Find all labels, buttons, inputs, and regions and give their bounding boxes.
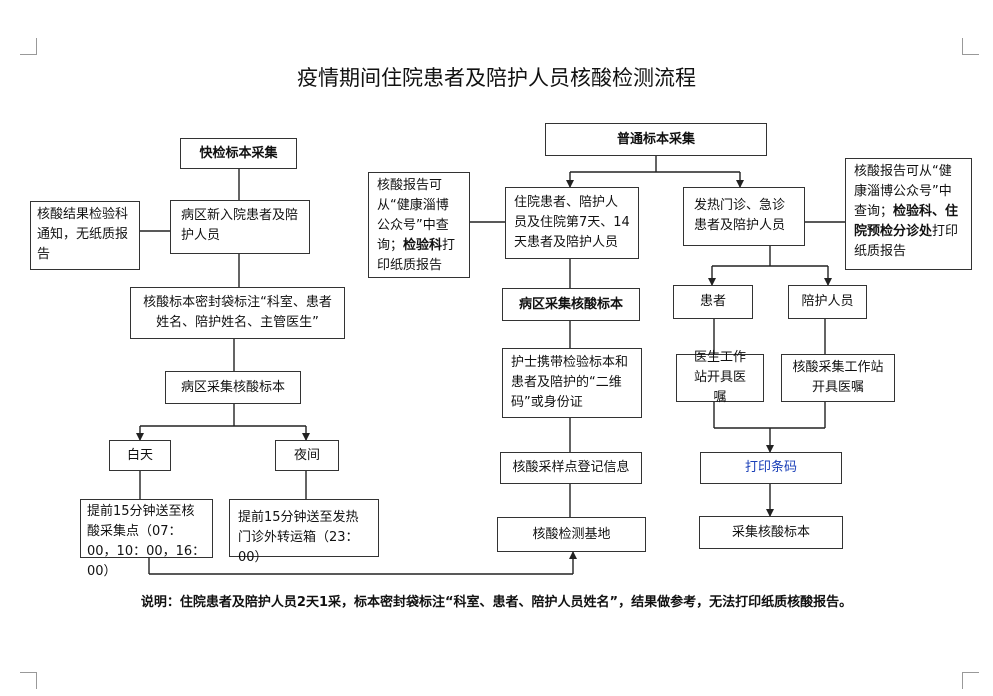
report-query-note-right: 核酸报告可从“健康淄博公众号”中查询；检验科、住院预检分诊处打印纸质报告 [845,158,972,270]
doctor-station-text: 医生工作站开具医嘱 [693,350,746,405]
report-query-note-left-text: 核酸报告可从“健康淄博公众号”中查询； [377,178,449,253]
ward-collect-text-mid: 病区采集核酸标本 [518,296,623,312]
inpatient-box: 住院患者、陪护人员及住院第7天、14天患者及陪护人员 [505,187,639,259]
escort-box: 陪护人员 [788,285,867,319]
crop-mark-top-right [962,38,979,55]
nurse-carry-text: 护士携带检验标本和患者及陪护的“二维码”或身份证 [511,355,629,410]
doctor-station-box: 医生工作站开具医嘱 [676,350,764,405]
report-query-note-left-bold: 检验科 [403,238,443,253]
ward-collect-box-left: 病区采集核酸标本 [165,371,301,404]
fever-clinic-text: 发热门诊、急诊患者及陪护人员 [694,198,786,233]
report-query-note-right-tail: 打印纸质报告 [854,224,959,259]
inpatient-text: 住院患者、陪护人员及住院第7天、14天患者及陪护人员 [514,195,630,250]
night-detail-box: 提前15分钟送至发热门诊外转运箱（23：00） [229,499,379,565]
rapid-test-header: 快检标本采集 [180,138,297,169]
crop-mark-top-left [20,38,37,55]
rapid-result-note: 核酸结果检验科通知，无纸质报告 [30,201,140,270]
new-admission-box: 病区新入院患者及陪护人员 [170,200,310,254]
seal-bag-label-text: 核酸标本密封袋标注“科室、患者姓名、陪护姓名、主管医生” [143,295,332,330]
daytime-box: 白天 [109,440,171,471]
night-detail-text: 提前15分钟送至发热门诊外转运箱（23：00） [238,510,359,565]
seal-bag-label-box: 核酸标本密封袋标注“科室、患者姓名、陪护姓名、主管医生” [130,287,345,339]
report-query-note-left: 核酸报告可从“健康淄博公众号”中查询；检验科打印纸质报告 [368,172,470,278]
fever-clinic-box: 发热门诊、急诊患者及陪护人员 [683,187,805,246]
collect-station-text: 核酸采集工作站开具医嘱 [792,360,884,395]
test-base-box: 核酸检测基地 [497,517,646,552]
print-barcode-text: 打印条码 [744,460,797,475]
register-text: 核酸采样点登记信息 [512,460,630,475]
nurse-carry-box: 护士携带检验标本和患者及陪护的“二维码”或身份证 [502,348,642,418]
rapid-test-header-label: 快检标本采集 [199,145,278,161]
normal-test-header-label: 普通标本采集 [616,131,695,147]
daytime-label: 白天 [126,447,153,463]
rapid-result-note-text: 核酸结果检验科通知，无纸质报告 [37,207,129,262]
night-label: 夜间 [293,447,320,463]
ward-collect-box-mid: 病区采集核酸标本 [502,288,640,321]
register-box: 核酸采样点登记信息 [500,452,642,484]
report-query-note-right-text: 核酸报告可从“健康淄博公众号”中查询； [854,164,952,219]
daytime-detail-text: 提前15分钟送至核酸采集点（07：00，10：00，16：00） [87,504,206,579]
collect-station-box: 核酸采集工作站开具医嘱 [781,354,895,402]
report-query-note-right-bold: 检验科、住院预检分诊处 [854,204,959,239]
crop-mark-bottom-left [20,672,37,689]
page-title: 疫情期间住院患者及陪护人员核酸检测流程 [297,66,696,90]
collect-sample-text: 采集核酸标本 [731,524,810,540]
ward-collect-text-left: 病区采集核酸标本 [180,379,285,395]
collect-sample-box: 采集核酸标本 [699,516,843,549]
patient-label: 患者 [699,294,726,309]
report-query-note-left-tail: 打印纸质报告 [377,238,456,273]
patient-box: 患者 [673,285,753,319]
normal-test-header: 普通标本采集 [545,123,767,156]
daytime-detail-box: 提前15分钟送至核酸采集点（07：00，10：00，16：00） [80,499,213,579]
footnote: 说明：住院患者及陪护人员2天1采，标本密封袋标注“科室、患者、陪护人员姓名”，结… [140,595,853,610]
crop-mark-bottom-right [962,672,979,689]
escort-label: 陪护人员 [801,294,854,309]
night-box: 夜间 [275,440,339,471]
new-admission-text: 病区新入院患者及陪护人员 [181,208,299,243]
test-base-text: 核酸检测基地 [532,526,611,542]
print-barcode-box: 打印条码 [700,452,842,484]
